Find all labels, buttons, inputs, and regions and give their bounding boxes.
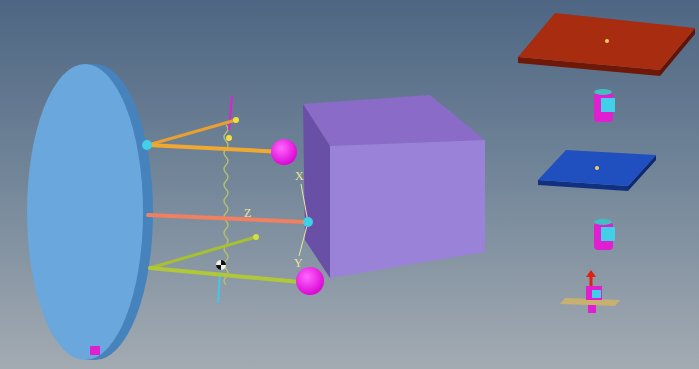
plate-blue xyxy=(538,150,656,191)
axis-line xyxy=(299,222,308,256)
cylinder xyxy=(594,219,615,250)
rods xyxy=(148,120,305,282)
ball xyxy=(296,267,324,295)
axis-label: Z xyxy=(244,207,251,219)
ball xyxy=(271,139,297,165)
cg-marker xyxy=(216,260,226,270)
plate-red xyxy=(518,13,695,76)
marker xyxy=(229,96,232,130)
base xyxy=(560,270,620,313)
axis-label: Y xyxy=(294,257,303,269)
cube xyxy=(303,95,485,278)
axis-line xyxy=(301,184,308,222)
axis-label: X xyxy=(295,170,304,182)
cylinder xyxy=(594,89,615,122)
disk xyxy=(27,64,153,360)
marker xyxy=(218,272,220,303)
